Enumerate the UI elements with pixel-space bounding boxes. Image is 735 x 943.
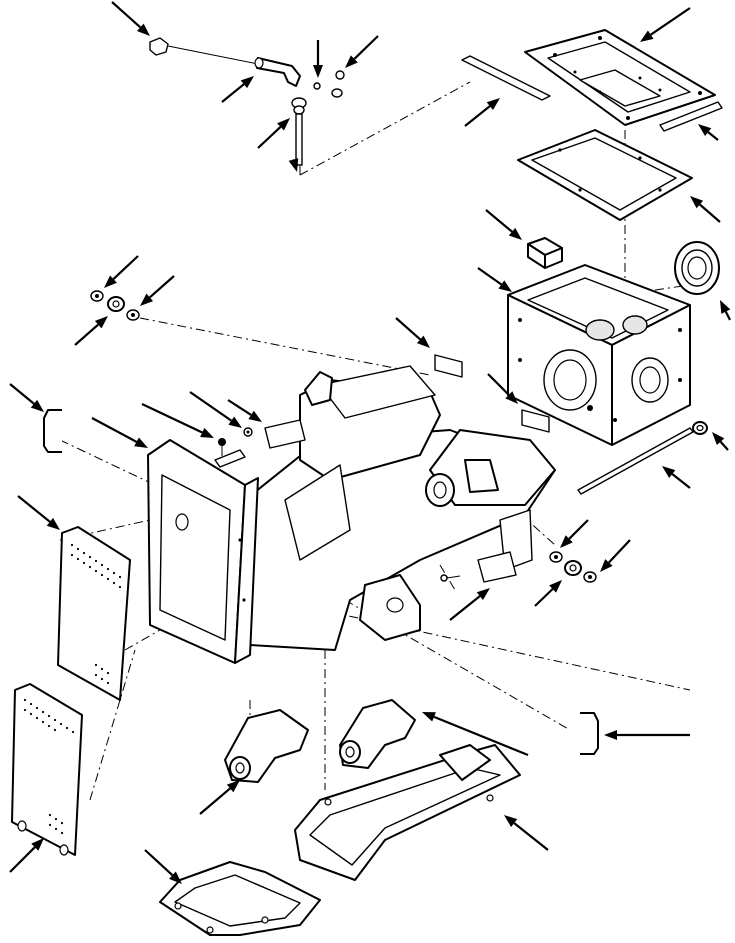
side-strip-right [659,101,723,132]
transmission-housing [507,264,691,446]
callout-arrow [640,7,691,42]
callout-arrow [140,275,175,306]
nut-left [90,290,104,302]
callout-arrow [345,35,379,68]
callout-arrow [189,391,242,428]
washer-left [126,309,140,321]
adjuster-rod-end [149,37,259,65]
callout-arrow [288,158,299,172]
skid-pan-right [294,744,521,881]
callout-arrow [221,76,254,103]
callout-arrow [111,1,150,36]
callout-arrow [199,780,240,815]
pin-washer [291,97,307,115]
bracket-strip [214,449,246,468]
nut-small [243,427,253,437]
callout-arrow [690,196,721,223]
callout-arrow [91,417,148,448]
long-rod [577,427,694,495]
tube-elbow [254,57,301,87]
top-cover-plate [524,29,716,126]
callout-arrow [141,403,214,438]
handle-left [43,409,62,453]
skid-pan-left [159,861,321,936]
callout-arrow [9,383,44,412]
callout-arrow [104,255,139,288]
grille-panel-upper [57,526,131,701]
callout-arrow [600,539,631,572]
callout-arrow [712,432,729,451]
callout-arrows [9,1,731,884]
front-frame [147,439,259,664]
clip-plate-lower [521,409,550,433]
callout-arrow [720,300,731,321]
callout-arrow [17,495,60,530]
bushing-left [107,296,125,312]
callout-arrow [422,712,529,757]
chassis-body [244,365,556,651]
callout-arrow [313,40,323,78]
bearing-cap [674,241,720,295]
decal-plate [264,419,517,583]
small-block [527,237,563,269]
side-strip-left [461,55,551,101]
nut-right [549,551,563,563]
vertical-rod [295,113,303,166]
rod-nut [692,421,708,435]
clip-plate-upper [434,354,463,378]
callout-arrow [534,580,562,607]
handle-right [580,712,599,755]
mount-bracket-left [224,709,309,783]
callout-arrow [74,316,108,346]
callout-arrow [144,849,182,884]
callout-arrow [487,373,518,404]
callout-arrow [504,815,549,851]
mount-bracket-right [339,699,416,769]
bushing-right [564,560,582,576]
callout-arrow [227,399,262,422]
callout-arrow [604,730,690,740]
callout-arrow [257,118,290,149]
callout-arrow [485,209,522,240]
cover-gasket [517,129,693,221]
callout-arrow [395,317,430,348]
callout-arrow [560,519,589,548]
callout-arrow [9,838,44,873]
cotter-pin [313,70,345,90]
grille-panel-lower [11,683,83,856]
bolt-small [218,438,226,456]
callout-arrow [662,466,691,489]
callout-arrow [449,588,490,621]
small-bolt-lower [440,574,461,582]
callout-arrow [477,267,512,292]
washer-right [583,571,597,583]
callout-arrow [698,124,719,141]
spring-clip [331,88,343,98]
callout-arrow [464,98,500,127]
